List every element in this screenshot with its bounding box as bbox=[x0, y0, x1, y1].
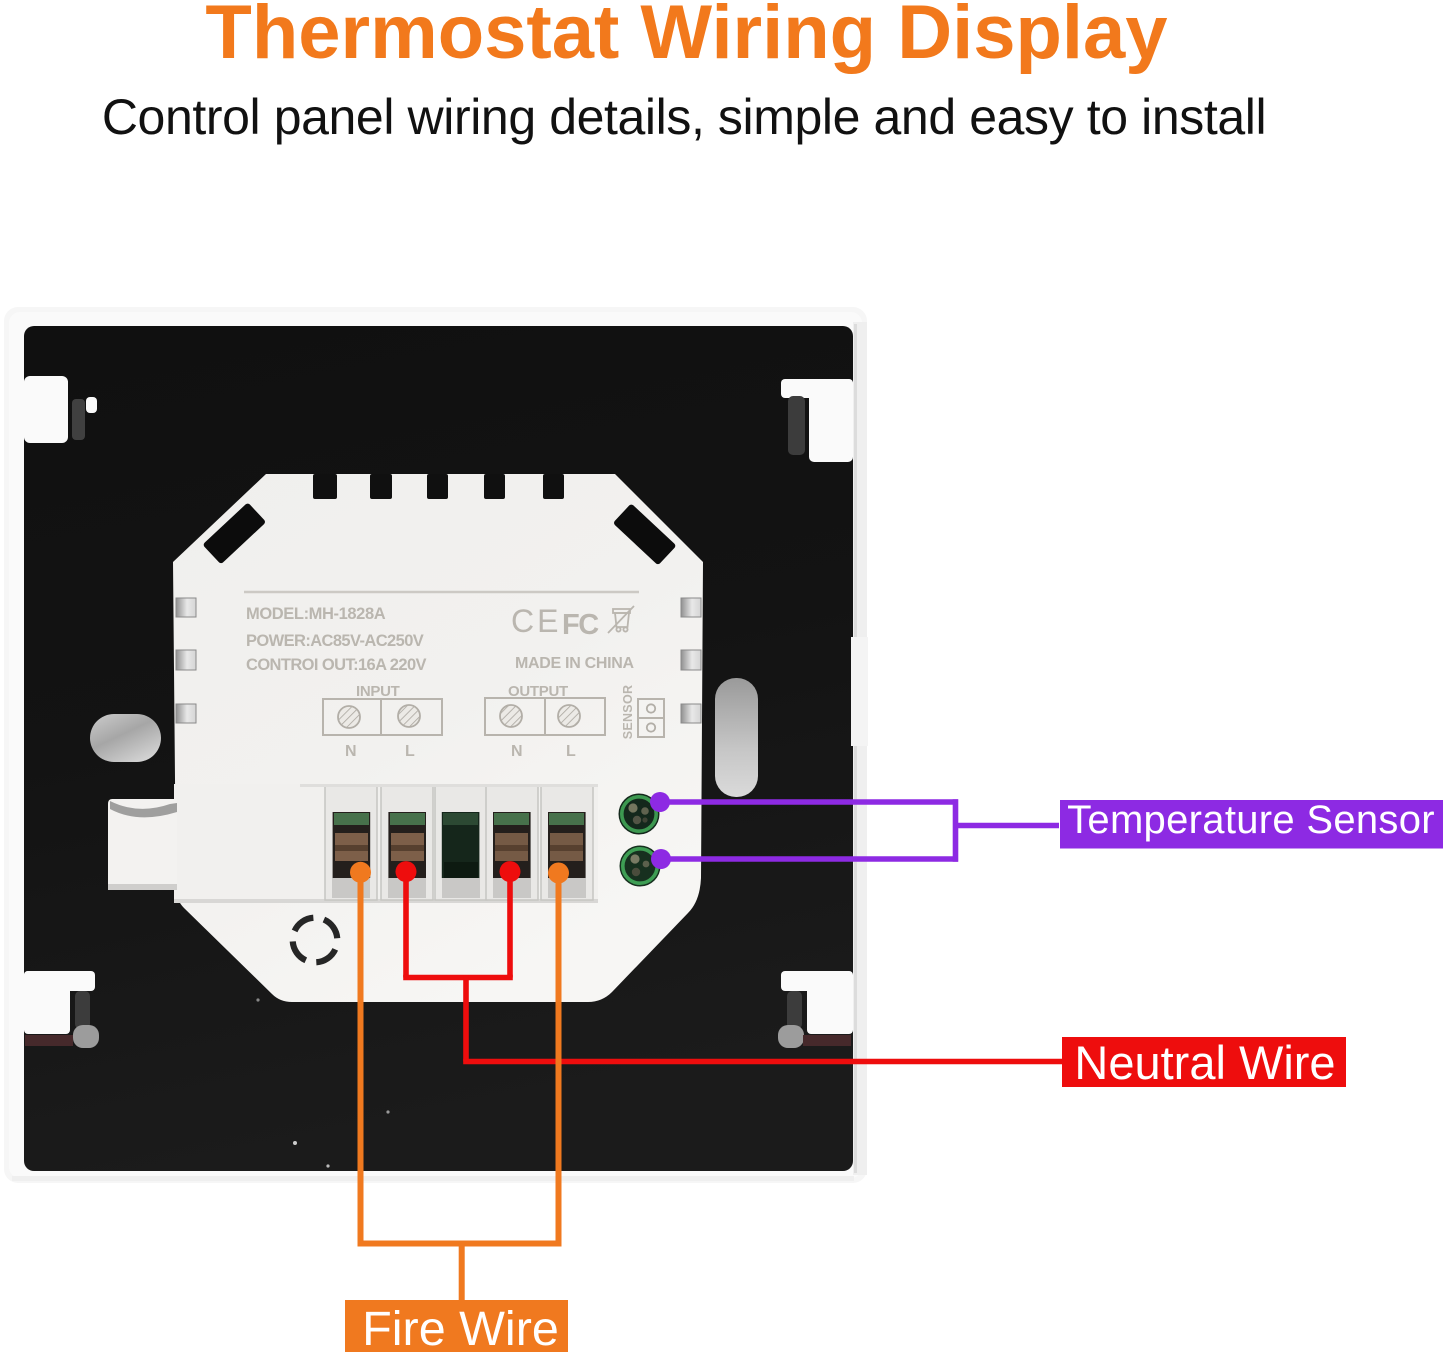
svg-text:MODEL:MH-1828A: MODEL:MH-1828A bbox=[246, 605, 386, 623]
svg-text:N: N bbox=[511, 743, 523, 760]
svg-text:INPUT: INPUT bbox=[356, 683, 400, 700]
svg-text:L: L bbox=[405, 743, 415, 760]
svg-text:N: N bbox=[345, 743, 357, 760]
svg-text:POWER:AC85V-AC250V: POWER:AC85V-AC250V bbox=[246, 632, 424, 650]
svg-text:FC: FC bbox=[562, 609, 599, 641]
svg-text:OUTPUT: OUTPUT bbox=[508, 683, 568, 700]
svg-text:MADE IN CHINA: MADE IN CHINA bbox=[515, 655, 635, 672]
svg-text:CE: CE bbox=[511, 603, 561, 639]
svg-text:Neutral Wire: Neutral Wire bbox=[1074, 1036, 1335, 1089]
svg-text:CONTROI OUT:16A 220V: CONTROI OUT:16A 220V bbox=[246, 656, 427, 674]
svg-text:Fire Wire: Fire Wire bbox=[362, 1302, 559, 1356]
svg-text:L: L bbox=[566, 743, 576, 760]
svg-text:SENSOR: SENSOR bbox=[621, 685, 635, 740]
svg-text:Temperature Sensor: Temperature Sensor bbox=[1067, 798, 1435, 842]
